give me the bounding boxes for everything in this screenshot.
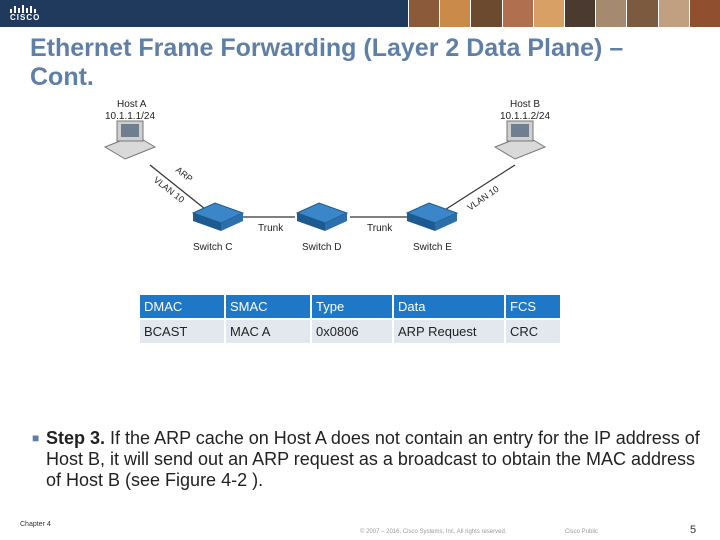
header-photo <box>470 0 502 27</box>
header-photo <box>626 0 658 27</box>
frame-field-value: BCAST <box>140 320 224 343</box>
trunk-label-left: Trunk <box>258 223 284 234</box>
footer-chapter: Chapter 4 <box>20 521 51 528</box>
footer-copyright: © 2007 – 2016, Cisco Systems, Inc. All r… <box>360 529 507 535</box>
page-number: 5 <box>690 524 697 536</box>
step-label: Step 3. <box>46 428 106 448</box>
host-b-ip: 10.1.1.2/24 <box>500 111 550 122</box>
frame-field-header: SMAC <box>226 295 310 318</box>
step-3-bullet: ■ Step 3. If the ARP cache on Host A does… <box>32 428 706 491</box>
host-a-name: Host A <box>117 99 147 110</box>
logo-text: CISCO <box>10 13 41 22</box>
header-photo <box>408 0 440 27</box>
frame-field-header: Data <box>394 295 504 318</box>
link-host-a-switch-c <box>149 164 211 214</box>
header-bar: CISCO <box>0 0 720 27</box>
frame-field-value: ARP Request <box>394 320 504 343</box>
switch-e-icon <box>405 202 459 231</box>
switch-d-icon <box>295 202 349 231</box>
vlan-label-right: VLAN 10 <box>465 184 500 213</box>
switch-e-label: Switch E <box>413 242 452 253</box>
frame-field-value: 0x0806 <box>312 320 392 343</box>
host-a-computer-icon <box>103 120 157 160</box>
frame-field-header: DMAC <box>140 295 224 318</box>
header-photo <box>439 0 471 27</box>
frame-field-value: MAC A <box>226 320 310 343</box>
square-bullet-icon: ■ <box>32 431 40 445</box>
frame-field-header: FCS <box>506 295 560 318</box>
header-photo <box>501 0 533 27</box>
switch-c-icon <box>191 202 245 231</box>
header-photo <box>595 0 627 27</box>
slide-title: Ethernet Frame Forwarding (Layer 2 Data … <box>30 34 624 91</box>
step-text: If the ARP cache on Host A does not cont… <box>46 428 700 490</box>
footer-public: Cisco Public <box>565 529 599 535</box>
header-photo-strip <box>408 0 720 27</box>
frame-field-header: Type <box>312 295 392 318</box>
link-switch-e-host-b <box>439 164 516 214</box>
header-photo <box>657 0 689 27</box>
host-b-computer-icon <box>493 120 547 160</box>
arp-link-label: ARP <box>174 165 195 184</box>
host-b-name: Host B <box>510 99 540 110</box>
header-photo <box>532 0 565 27</box>
header-photo <box>688 0 720 27</box>
switch-d-label: Switch D <box>302 242 341 253</box>
frame-field-value: CRC <box>506 320 560 343</box>
header-photo <box>564 0 596 27</box>
network-diagram: Host A 10.1.1.1/24 Host B 10.1.1.2/24 Sw… <box>103 99 550 253</box>
host-a-ip: 10.1.1.1/24 <box>105 111 155 122</box>
trunk-label-right: Trunk <box>367 223 393 234</box>
switch-c-label: Switch C <box>193 242 232 253</box>
cisco-logo-icon <box>10 5 36 13</box>
